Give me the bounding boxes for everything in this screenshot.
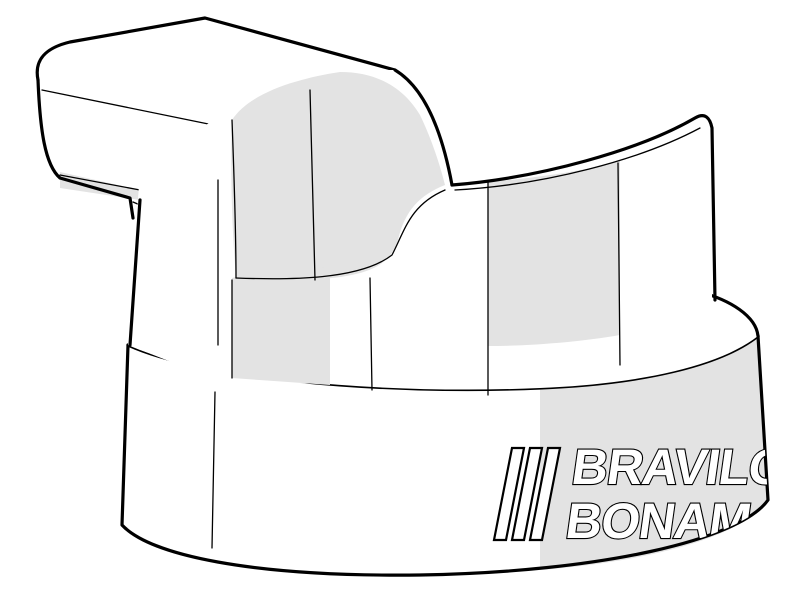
base-ring <box>120 334 770 577</box>
logo-line-1: BRAVILO <box>568 439 790 495</box>
logo-line-2: BONAMAT <box>562 493 800 549</box>
brand-logo: BRAVILO BONAMAT <box>492 438 800 550</box>
spout <box>35 16 397 220</box>
logo-stripes <box>492 446 562 542</box>
cup-wall <box>450 114 717 396</box>
head-body <box>128 68 455 391</box>
